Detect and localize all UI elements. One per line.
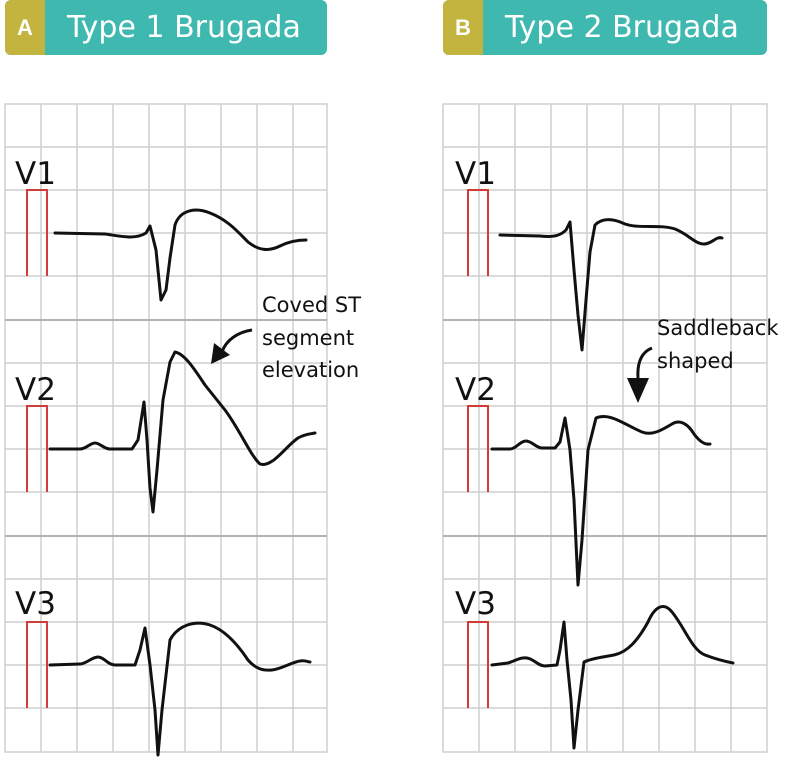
panel-a-v1-calibration: [26, 189, 48, 276]
panel-b-title: Type 2 Brugada: [505, 10, 739, 45]
panel-a-v1-trace: [53, 208, 308, 302]
panel-b-annotation-line-1: Saddleback: [657, 316, 779, 340]
panel-b-v2-calibration: [467, 405, 489, 492]
panel-a-v3-calibration: [26, 621, 48, 708]
panel-b-lead-v3-label: V3: [455, 586, 496, 622]
panel-a-annotation-line-2: segment: [262, 326, 354, 350]
panel-b-letter: B: [443, 0, 483, 55]
panel-a-lead-v2-label: V2: [15, 372, 56, 408]
panel-a-lead-v3-label: V3: [15, 586, 56, 622]
panel-b-annotation-arrow: [627, 346, 653, 403]
panel-b-v3-trace: [490, 605, 735, 750]
panel-b-v1-calibration: [467, 189, 489, 276]
panel-a-annotation-arrow: [211, 328, 253, 364]
panel-a-v3-trace: [48, 621, 312, 757]
panel-b-lead-separators: [443, 319, 767, 537]
panel-a-annotation-line-3: elevation: [262, 358, 359, 382]
panel-a-v2-trace: [48, 350, 317, 514]
panel-b-v2-trace: [490, 415, 712, 587]
panel-b-v1-trace: [498, 218, 724, 352]
panel-a-letter: A: [5, 0, 45, 55]
panel-b-v3-calibration: [467, 621, 489, 708]
panel-a-grid: [4, 103, 328, 753]
panel-a-lead-v1-label: V1: [15, 156, 56, 192]
panel-a-v2-calibration: [26, 405, 48, 492]
panel-b-lead-v2-label: V2: [455, 372, 496, 408]
calibration-marks: [26, 189, 489, 708]
panel-b-grid: [442, 103, 768, 753]
panel-b-lead-v1-label: V1: [455, 156, 496, 192]
panel-b-header: B Type 2 Brugada: [443, 0, 767, 55]
panel-a-title: Type 1 Brugada: [67, 10, 301, 45]
panel-a-header: A Type 1 Brugada: [5, 0, 327, 55]
panel-a-annotation-line-1: Coved ST: [262, 293, 361, 317]
panel-b-annotation-line-2: shaped: [657, 349, 734, 373]
panel-a-lead-separators: [5, 319, 327, 537]
